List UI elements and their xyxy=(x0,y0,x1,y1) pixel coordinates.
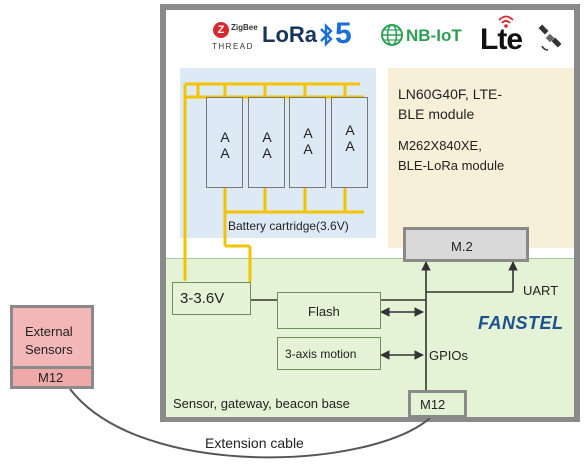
motion-label: 3-axis motion xyxy=(285,347,357,361)
flash-label: Flash xyxy=(308,304,340,319)
zigbee-icon: Z xyxy=(213,22,229,38)
module-line-1: LN60G40F, LTE- xyxy=(398,86,503,102)
bluetooth-5-logo: 5 xyxy=(335,17,352,50)
battery-cell-3 xyxy=(289,97,326,188)
battery-cell-1 xyxy=(206,97,243,188)
battery-cartridge-label: Battery cartridge(3.6V) xyxy=(228,219,349,233)
base-label: Sensor, gateway, beacon base xyxy=(173,396,350,411)
m2-connector xyxy=(403,227,529,262)
gpios-label: GPIOs xyxy=(429,348,469,363)
m12-base-connector xyxy=(408,390,467,418)
extension-cable xyxy=(69,388,431,459)
module-line-3: M262X840XE, xyxy=(398,138,482,153)
battery-cell-2-label: A A xyxy=(262,129,272,161)
external-line-2: Sensors xyxy=(25,342,73,357)
thread-logo-text: THREAD xyxy=(212,42,254,51)
m2-label: M.2 xyxy=(451,239,473,254)
globe-icon xyxy=(380,23,404,47)
external-line-1: External xyxy=(25,324,73,339)
lte-logo: Lte xyxy=(480,23,523,56)
battery-cell-3-label: A A xyxy=(303,125,313,157)
m12-base-label: M12 xyxy=(420,397,446,412)
signal-icon xyxy=(498,14,514,28)
battery-cell-4-label: A A xyxy=(345,122,355,154)
module-line-4: BLE-LoRa module xyxy=(398,158,505,173)
flash-box xyxy=(277,292,381,329)
extension-cable-label: Extension cable xyxy=(205,435,304,451)
m12-external-connector xyxy=(10,366,94,389)
uart-label: UART xyxy=(523,283,559,298)
module-area xyxy=(388,68,574,248)
battery-cell-2 xyxy=(248,97,285,188)
motion-sensor-box xyxy=(277,337,381,370)
battery-cell-4 xyxy=(331,97,368,188)
bluetooth-icon xyxy=(318,22,334,48)
battery-cell-1-label: A A xyxy=(220,129,230,161)
m12-external-label: M12 xyxy=(38,370,64,385)
fanstel-logo: FANSTEL xyxy=(478,313,564,333)
lora-logo: LoRa xyxy=(262,22,317,47)
nbiot-logo: NB-IoT xyxy=(406,26,462,45)
voltage-label: 3-3.6V xyxy=(180,290,225,307)
voltage-regulator-box xyxy=(172,282,251,315)
module-line-2: BLE module xyxy=(398,106,475,122)
satellite-icon xyxy=(536,24,564,52)
zigbee-logo-text: ZigBee xyxy=(231,23,258,32)
